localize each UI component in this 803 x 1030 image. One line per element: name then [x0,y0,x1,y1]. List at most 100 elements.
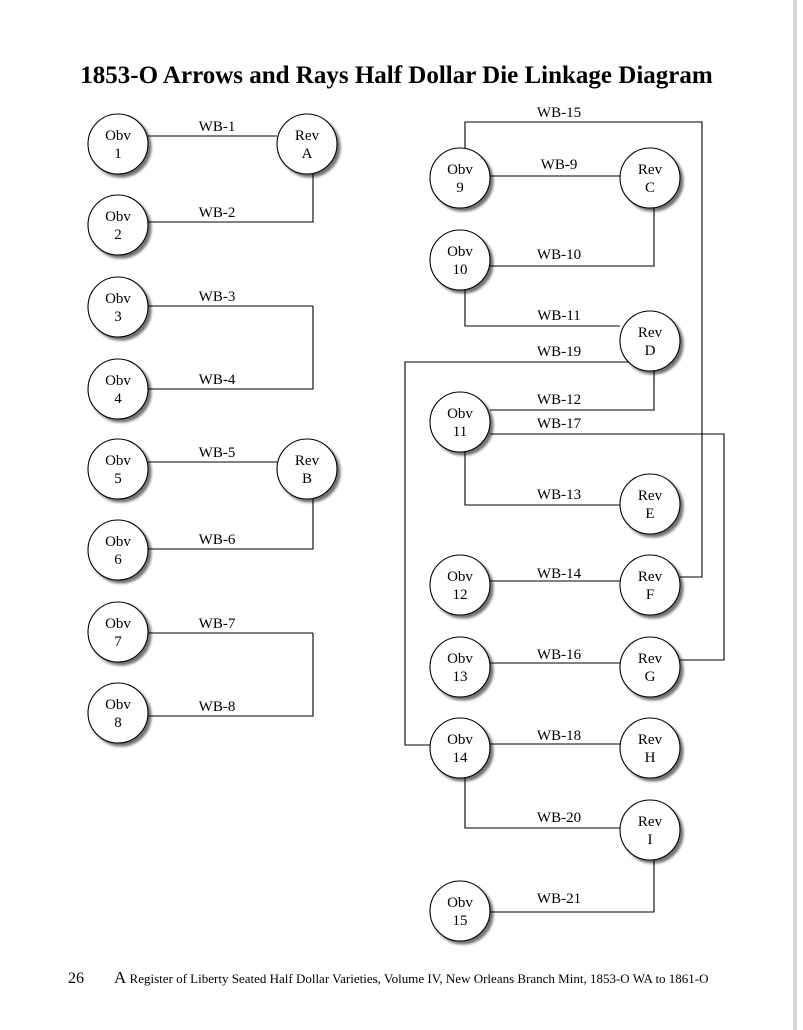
node-label-id: I [648,832,653,848]
page-edge [793,0,797,1030]
edge-label-wb-12: WB-12 [537,392,581,408]
node-label-id: H [645,750,656,766]
die-linkage-diagram: WB-1WB-2WB-3WB-4WB-5WB-6WB-7WB-8WB-9WB-1… [87,105,725,942]
node-label-id: B [302,471,312,487]
edge-wb-12 [490,371,655,411]
node-label-id: F [646,587,654,603]
node-label-type: Obv [447,651,473,667]
edge-label-wb-19: WB-19 [537,344,581,360]
edge-label-wb-11: WB-11 [537,308,581,324]
edge-label-wb-14: WB-14 [537,566,582,582]
footer-text: Register of Liberty Seated Half Dollar V… [126,971,709,986]
node-circle [429,147,491,209]
node-label-id: 9 [456,180,464,196]
node-obv1: Obv 1 [87,113,149,175]
node-obv14: Obv 14 [429,717,491,779]
node-circle [87,682,149,744]
node-obv13: Obv 13 [429,636,491,698]
node-circle [429,717,491,779]
node-circle [429,636,491,698]
node-label-type: Rev [638,325,663,341]
node-circle [619,717,681,779]
edge-wb-6 [148,499,314,550]
node-label-id: 4 [114,391,122,407]
edge-wb-10 [490,208,655,267]
node-label-id: 8 [114,715,122,731]
node-label-type: Obv [105,697,131,713]
node-circle [429,391,491,453]
page-footer: 26 A Register of Liberty Seated Half Doll… [68,968,788,988]
node-label-type: Rev [638,488,663,504]
node-label-id: 7 [114,634,122,650]
node-obv8: Obv 8 [87,682,149,744]
node-circle [619,636,681,698]
node-label-type: Obv [105,128,131,144]
node-label-id: 11 [453,424,467,440]
node-label-type: Obv [447,569,473,585]
node-circle [276,438,338,500]
node-label-type: Obv [105,373,131,389]
edge-label-wb-10: WB-10 [537,247,581,263]
node-label-id: 15 [453,913,468,929]
node-circle [619,147,681,209]
node-label-type: Rev [638,814,663,830]
edge-wb-4 [148,306,314,390]
node-circle [429,554,491,616]
node-label-type: Obv [105,616,131,632]
node-label-id: 1 [114,146,122,162]
edge-label-wb-13: WB-13 [537,487,581,503]
node-obv9: Obv 9 [429,147,491,209]
edge-wb-8 [148,633,314,717]
node-label-type: Obv [105,534,131,550]
node-label-type: Obv [447,895,473,911]
edge-label-wb-21: WB-21 [537,891,581,907]
edge-label-wb-4: WB-4 [199,372,236,388]
node-label-id: A [302,146,313,162]
node-obv4: Obv 4 [87,358,149,420]
node-circle [619,473,681,535]
edge-wb-2 [148,174,314,223]
node-label-id: 6 [114,552,122,568]
node-circle [87,438,149,500]
node-label-type: Obv [447,162,473,178]
page-title: 1853-O Arrows and Rays Half Dollar Die L… [80,62,713,89]
node-label-id: 14 [453,750,469,766]
edge-label-wb-18: WB-18 [537,728,581,744]
node-label-id: 13 [453,669,468,685]
edge-wb-19 [404,361,630,746]
node-circle [87,519,149,581]
node-label-id: 3 [114,309,122,325]
node-label-type: Obv [447,244,473,260]
edge-wb-17 [490,433,725,661]
node-obv2: Obv 2 [87,194,149,256]
node-label-id: C [645,180,655,196]
node-obv15: Obv 15 [429,880,491,942]
node-label-type: Rev [295,128,320,144]
node-label-id: E [645,506,654,522]
node-label-id: 2 [114,227,122,243]
edge-wb-20 [464,778,620,829]
node-circle [276,113,338,175]
node-label-type: Obv [447,732,473,748]
node-label-type: Rev [638,732,663,748]
node-circle [619,799,681,861]
node-label-type: Obv [105,209,131,225]
node-circle [619,310,681,372]
node-label-id: 5 [114,471,122,487]
edge-label-wb-7: WB-7 [199,616,236,632]
node-circle [619,554,681,616]
edge-label-wb-6: WB-6 [199,532,236,548]
page-number: 26 [68,970,84,987]
footer-initial: A [114,968,127,987]
